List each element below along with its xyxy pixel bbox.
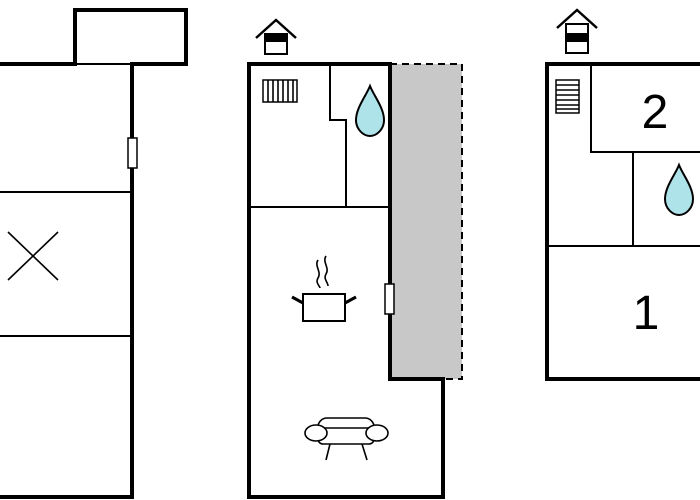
stairs-icon — [555, 79, 580, 114]
room-label-2: 2 — [642, 86, 669, 139]
house-entrance-icon — [556, 8, 598, 54]
right-floor-walls — [545, 62, 700, 381]
middle-upper-room-walls — [329, 64, 347, 207]
door-icon — [127, 137, 138, 169]
floor-middle — [247, 18, 463, 499]
void-cross-icon — [7, 231, 59, 281]
terrace-area — [389, 63, 463, 380]
water-drop-icon — [663, 162, 695, 217]
water-drop-icon — [354, 83, 386, 138]
house-entrance-icon — [255, 18, 297, 55]
floor-left — [0, 8, 188, 499]
left-floor-walls — [0, 8, 188, 499]
door-icon — [384, 283, 395, 315]
room-label-1: 1 — [633, 287, 660, 340]
sofa-icon — [304, 417, 389, 461]
middle-floor-walls — [247, 62, 445, 499]
floor-right: 2 1 — [545, 8, 700, 381]
cooking-pot-icon — [291, 255, 357, 322]
radiator-icon — [262, 79, 298, 103]
right-room-2-walls — [590, 64, 700, 153]
